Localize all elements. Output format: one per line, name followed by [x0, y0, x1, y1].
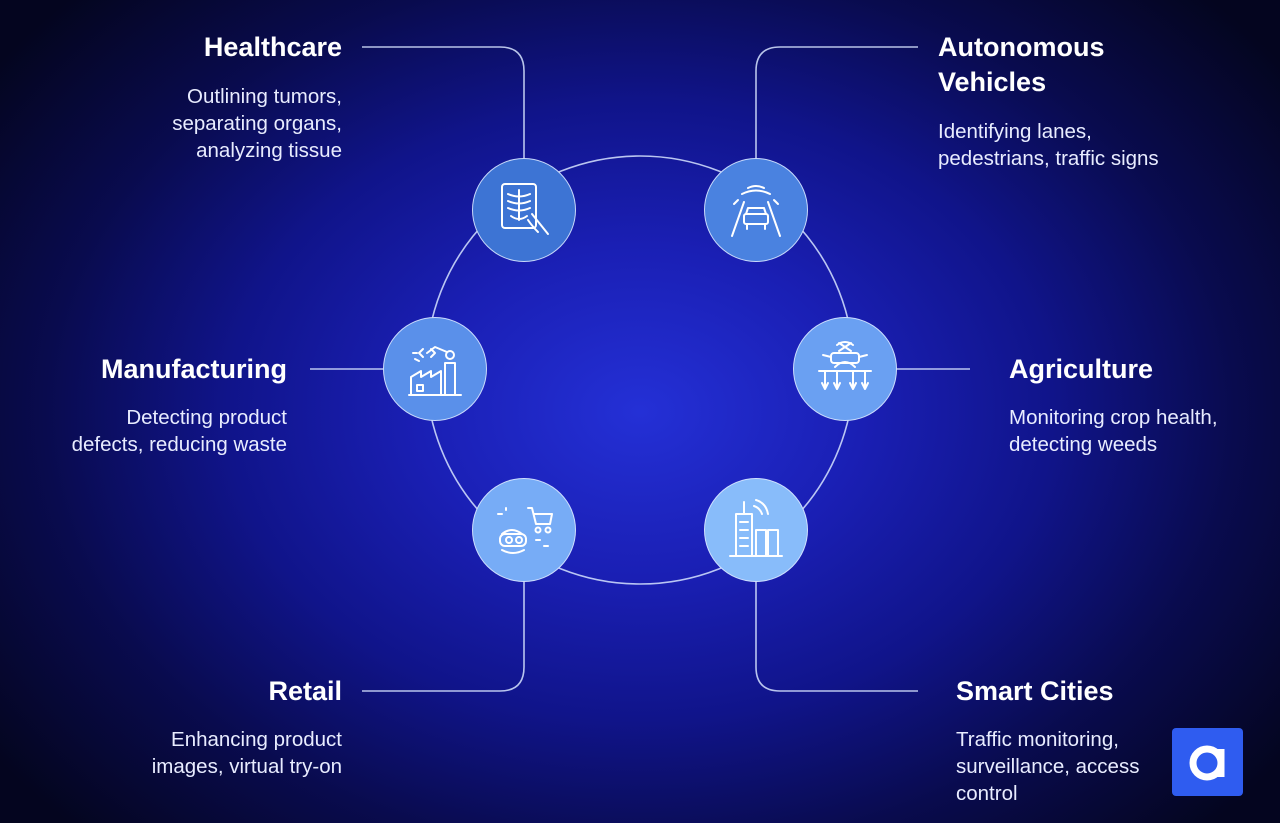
xray-scan-icon [501, 183, 549, 235]
manufacturing-description: Detecting product defects, reducing wast… [71, 406, 287, 456]
autonomous-vehicles-description: Identifying lanes, pedestrians, traffic … [938, 120, 1159, 170]
healthcare-title: Healthcare [203, 32, 342, 62]
retail-title: Retail [268, 676, 342, 706]
drone-crop-icon [818, 341, 872, 390]
vr-cart-icon [497, 507, 553, 554]
brand-a-icon [1189, 745, 1224, 781]
connector-autonomous-vehicles [755, 46, 918, 160]
brand-logo [1172, 728, 1243, 796]
connector-retail [362, 580, 525, 692]
connector-smart-cities [755, 580, 918, 692]
node-agriculture [793, 317, 897, 421]
agriculture-title: Agriculture [1009, 354, 1154, 384]
connector-healthcare [362, 46, 525, 160]
node-autonomous-vehicles [704, 158, 808, 262]
node-healthcare [472, 158, 576, 262]
manufacturing-title: Manufacturing [101, 354, 287, 384]
smart-cities-title: Smart Cities [956, 676, 1114, 706]
smart-cities-description: Traffic monitoring, surveillance, access… [956, 728, 1140, 805]
city-signal-icon [729, 499, 783, 557]
car-sensor-icon [731, 185, 781, 237]
agriculture-description: Monitoring crop health, detecting weeds [1009, 406, 1218, 456]
node-retail [472, 478, 576, 582]
node-manufacturing [383, 317, 487, 421]
factory-robot-arm-icon [408, 346, 462, 396]
healthcare-description: Outlining tumors, separating organs, ana… [172, 85, 342, 162]
node-smart-cities [704, 478, 808, 582]
retail-description: Enhancing product images, virtual try-on [151, 728, 342, 778]
autonomous-vehicles-title: Autonomous Vehicles [938, 32, 1105, 97]
